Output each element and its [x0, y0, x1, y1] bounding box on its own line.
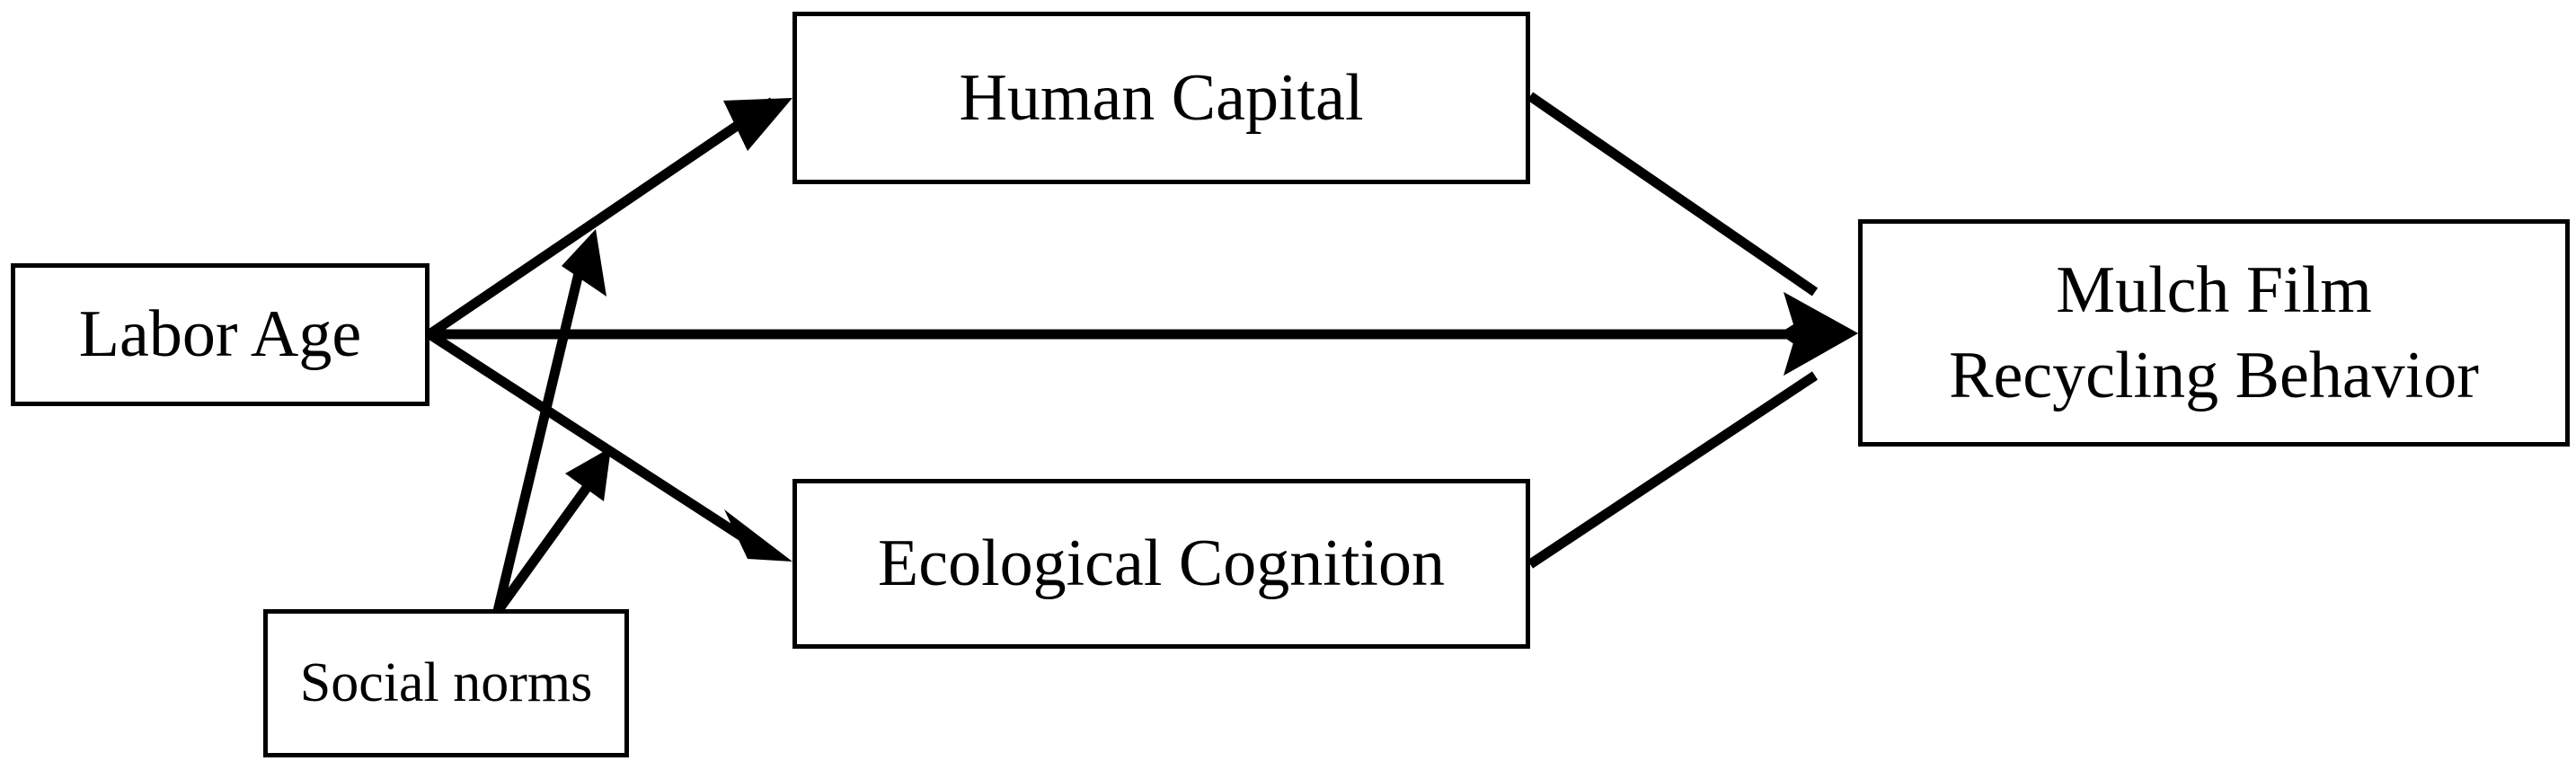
edge-labor-age-to-human-capital: [426, 97, 792, 339]
node-labor-age[interactable]: Labor Age: [11, 263, 429, 406]
node-mulch-film-recycling-behavior-label: Mulch Film Recycling Behavior: [1949, 252, 2479, 412]
node-ecological-cognition[interactable]: Ecological Cognition: [792, 479, 1530, 649]
node-social-norms[interactable]: Social norms: [263, 609, 629, 757]
edge-labor-age-to-ecological-cognition: [427, 330, 792, 562]
node-human-capital-label: Human Capital: [959, 60, 1364, 135]
node-human-capital[interactable]: Human Capital: [792, 12, 1530, 184]
edge-social-norms-lower: [493, 447, 611, 615]
edge-labor-age-to-outcome: [429, 292, 1858, 376]
edge-social-norms-upper: [492, 229, 606, 613]
node-social-norms-label: Social norms: [299, 651, 593, 713]
edge-human-capital-to-outcome: [1527, 92, 1858, 333]
node-labor-age-label: Labor Age: [78, 297, 362, 372]
node-mulch-film-recycling-behavior[interactable]: Mulch Film Recycling Behavior: [1858, 219, 2570, 447]
node-ecological-cognition-label: Ecological Cognition: [878, 527, 1445, 601]
edge-ecological-cognition-to-outcome: [1527, 333, 1858, 569]
